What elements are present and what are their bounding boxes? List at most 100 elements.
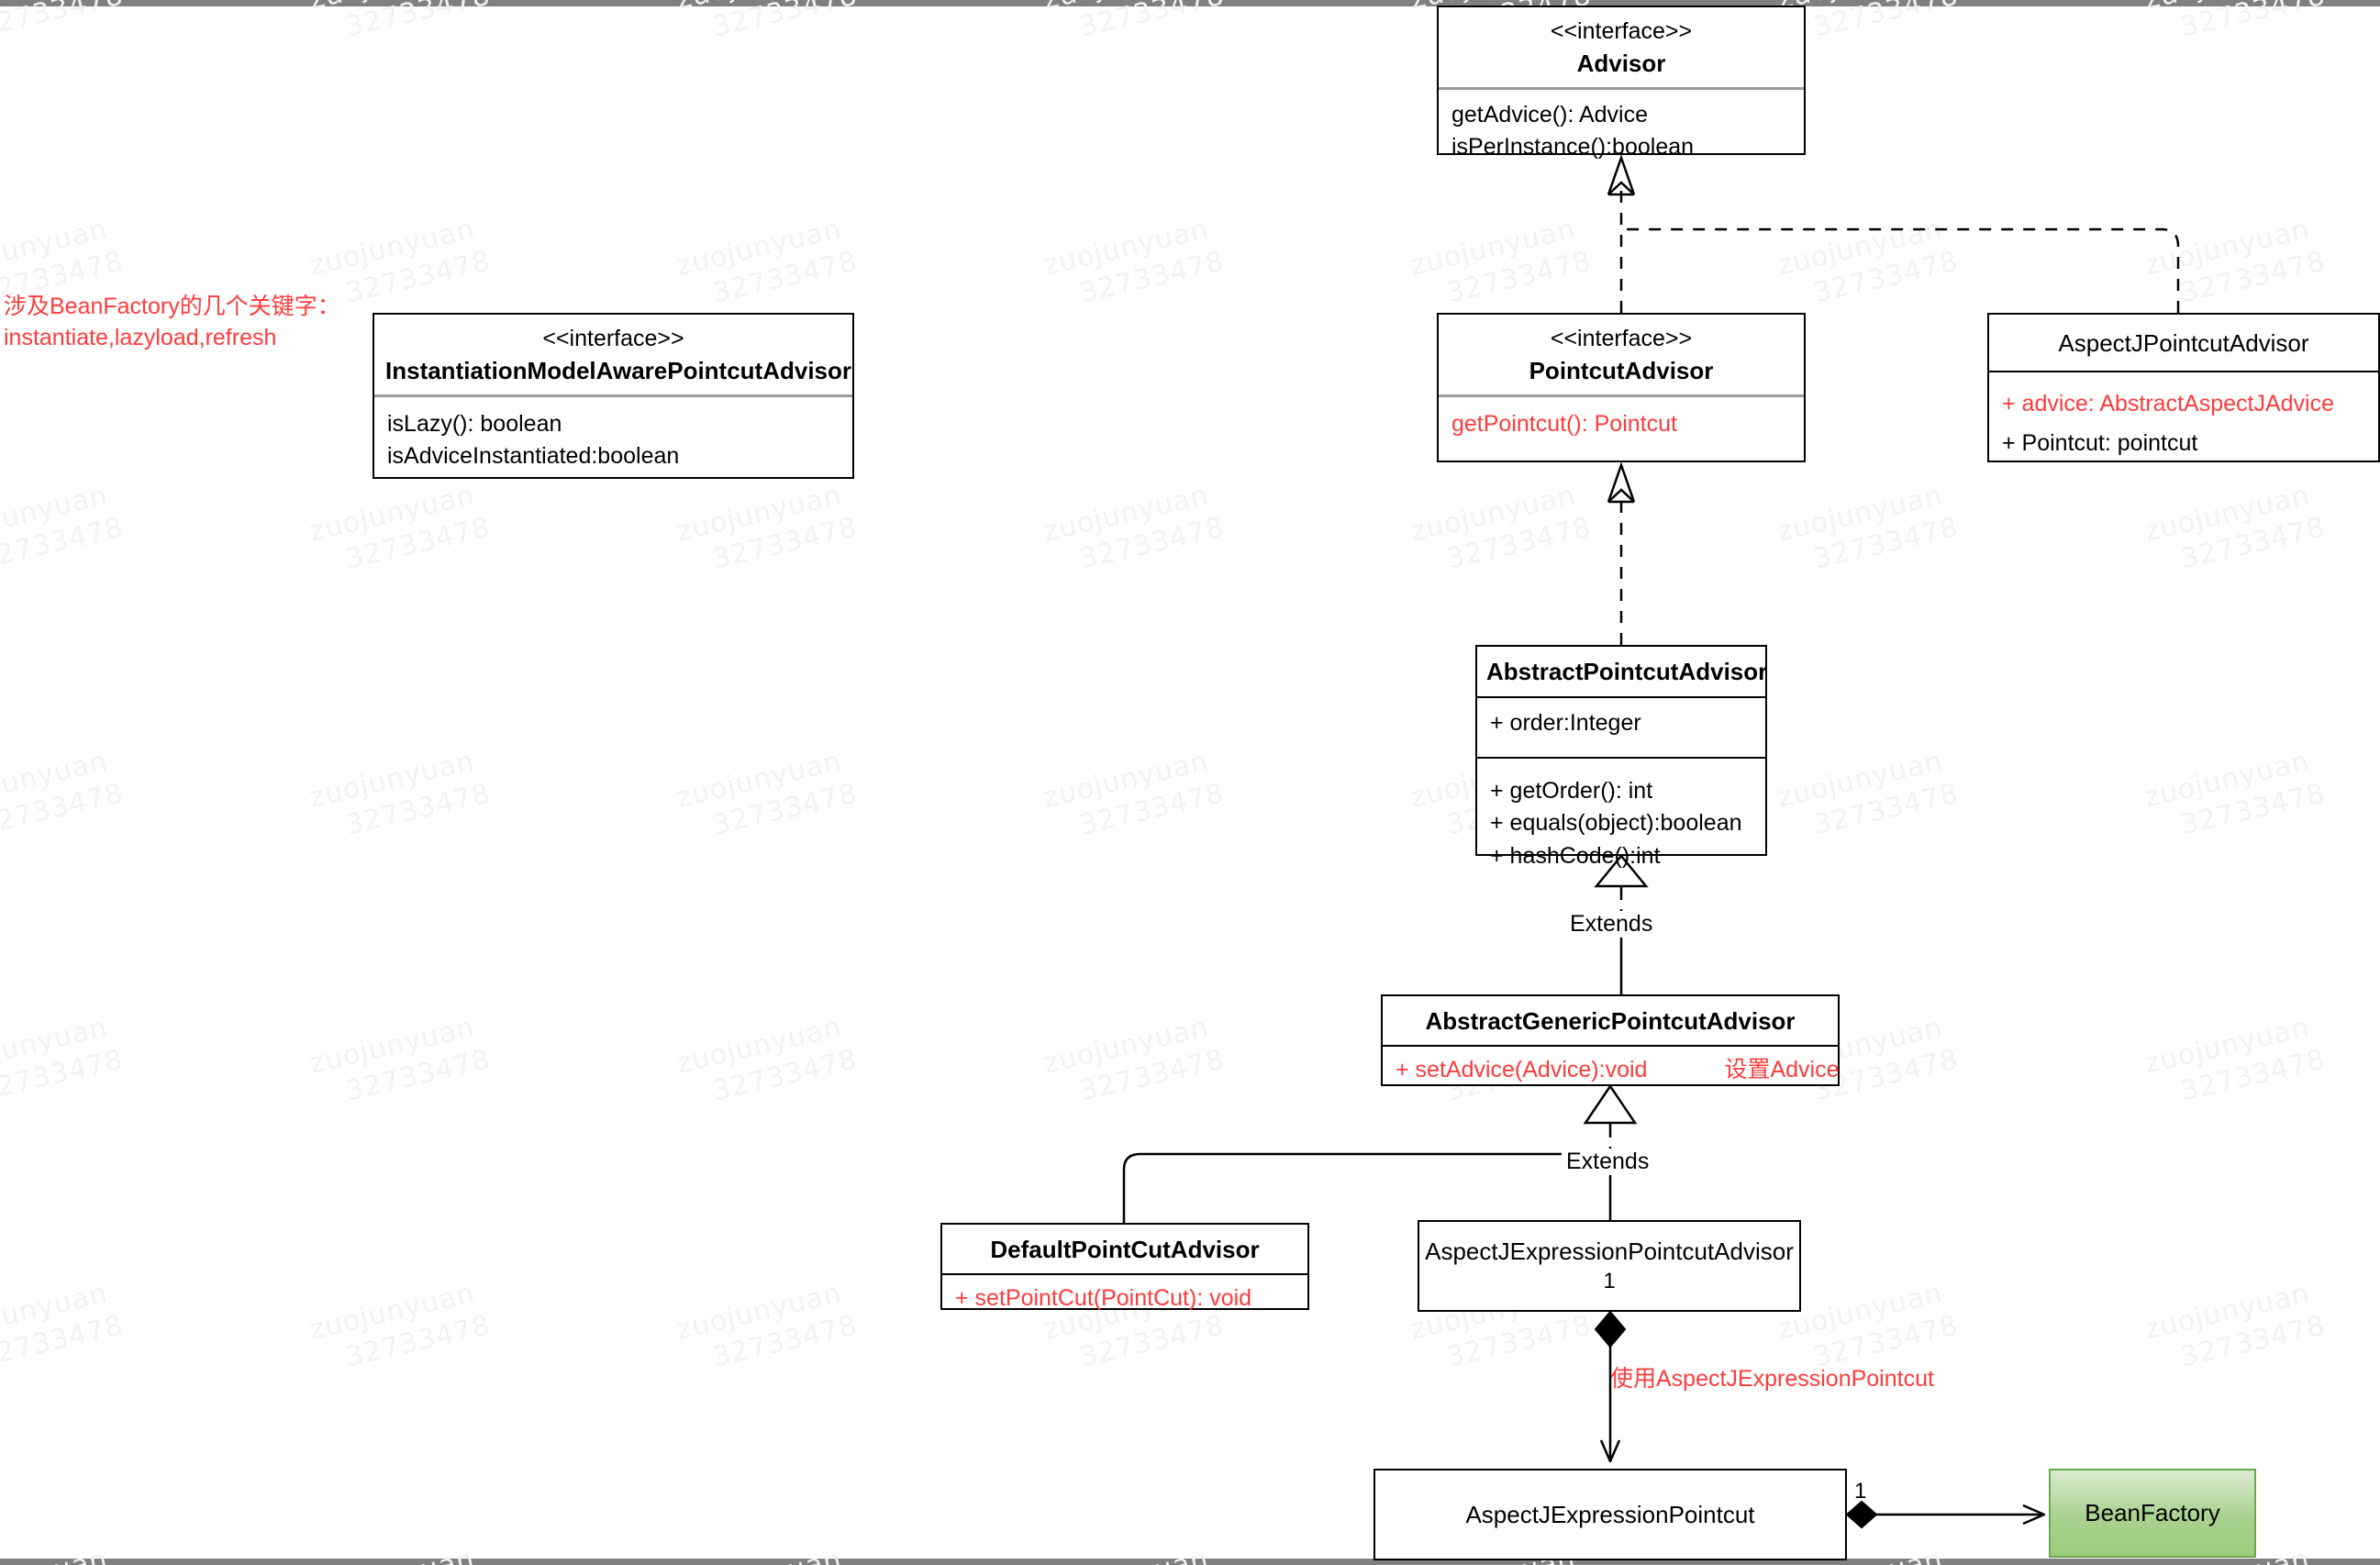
watermark-text: zuojunyuan 32733478 [673, 1277, 861, 1382]
class-box-default-pointcut-advisor[interactable]: DefaultPointCutAdvisor + setPointCut(Poi… [940, 1223, 1309, 1311]
edge-pointcutadvisor-realizes-advisor [1607, 154, 1636, 313]
watermark-text: zuojunyuan 32733478 [1407, 213, 1595, 317]
edge-ajep-composes-beanfactory [1845, 1500, 2043, 1529]
class-name-label: PointcutAdvisor [1529, 356, 1714, 384]
watermark-text: zuojunyuan 32733478 [1040, 1011, 1228, 1115]
class-name-block: AspectJExpressionPointcutAdvisor 1 [1425, 1237, 1794, 1296]
watermark-text: zuojunyuan 32733478 [306, 0, 494, 44]
edge-label-extends-upper: Extends [1565, 911, 1658, 938]
edge-label-use-aspectj-expression-pointcut: 使用AspectJExpressionPointcut [1610, 1366, 1934, 1392]
stereotype-label: <<interface>> [542, 326, 684, 351]
watermark-text: zuojunyuan 32733478 [306, 1277, 494, 1382]
class-members-abstract-generic-pointcut-advisor: + setAdvice(Advice):void 设置Advice [1383, 1047, 1839, 1094]
watermark-text: zuojunyuan 32733478 [1774, 479, 1962, 583]
note-beanfactory-keywords: 涉及BeanFactory的几个关键字： instantiate,lazyloa… [4, 294, 340, 350]
class-name-label: DefaultPointCutAdvisor [990, 1236, 1260, 1263]
class-name-label: InstantiationModelAwarePointcutAdvisor [385, 356, 852, 384]
stereotype-label: <<interface>> [1550, 18, 1693, 44]
class-divider [1439, 394, 1804, 397]
class-operations-abstract-pointcut-advisor: + getOrder(): int + equals(object):boole… [1477, 759, 1765, 881]
class-name-label: BeanFactory [2085, 1499, 2220, 1526]
watermark-text: zuojunyuan 32733478 [673, 213, 861, 317]
class-divider [1477, 696, 1765, 699]
edge-abstractpointcutadvisor-realizes-pointcutadvisor [1607, 461, 1636, 645]
watermark-text: zuojunyuan 32733478 [1040, 213, 1228, 317]
class-members-instantiation-model-aware-pointcut-advisor: isLazy(): boolean isAdviceInstantiated:b… [374, 397, 852, 483]
class-box-aspectj-pointcut-advisor[interactable]: AspectJPointcutAdvisor + advice: Abstrac… [1987, 313, 2380, 462]
watermark-text: zuojunyuan 32733478 [0, 479, 127, 576]
edge-defaultpointcutadvisor-extends-agpa [1122, 1152, 1610, 1223]
watermark-text: zuojunyuan 32733478 [2141, 0, 2329, 44]
watermark-text: zuojunyuan 32733478 [0, 745, 127, 842]
window-top-bar [0, 0, 2380, 6]
class-header-aspectj-pointcut-advisor: AspectJPointcutAdvisor [1989, 315, 2378, 371]
watermark-text: zuojunyuan 32733478 [2141, 1277, 2329, 1382]
class-box-aspectj-expression-pointcut[interactable]: AspectJExpressionPointcut [1374, 1469, 1847, 1560]
member-row: + advice: AbstractAspectJAdvice [2002, 391, 2334, 417]
class-header-default-pointcut-advisor: DefaultPointCutAdvisor [942, 1225, 1307, 1273]
watermark-text: zuojunyuan 32733478 [2141, 1011, 2329, 1115]
member-signature: + setAdvice(Advice):void [1396, 1057, 1648, 1083]
class-box-abstract-generic-pointcut-advisor[interactable]: AbstractGenericPointcutAdvisor + setAdvi… [1381, 994, 1840, 1086]
watermark-text: zuojunyuan 32733478 [306, 1011, 494, 1115]
class-name-label: Advisor [1576, 49, 1666, 77]
class-header-instantiation-model-aware-pointcut-advisor: <<interface>> InstantiationModelAwarePoi… [374, 315, 852, 394]
class-box-pointcut-advisor[interactable]: <<interface>> PointcutAdvisor getPointcu… [1437, 313, 1806, 462]
class-attributes-abstract-pointcut-advisor: + order:Integer [1477, 698, 1765, 757]
class-divider [1477, 756, 1765, 759]
member-row: getAdvice(): Advice [1451, 101, 1648, 128]
watermark-text: zuojunyuan 32733478 [1040, 479, 1228, 583]
multiplicity-label: 1 [1603, 1269, 1616, 1294]
class-box-abstract-pointcut-advisor[interactable]: AbstractPointcutAdvisor + order:Integer … [1475, 645, 1768, 869]
member-row: isAdviceInstantiated:boolean [387, 443, 680, 470]
watermark-text: zuojunyuan 32733478 [1774, 213, 1962, 317]
class-name-label: AspectJExpressionPointcutAdvisor [1425, 1237, 1794, 1265]
class-divider [1383, 1045, 1838, 1048]
watermark-text: zuojunyuan 32733478 [1040, 0, 1228, 44]
class-members-pointcut-advisor: getPointcut(): Pointcut [1439, 397, 1804, 450]
watermark-text: zuojunyuan 32733478 [0, 1277, 127, 1374]
class-box-aspectj-expression-pointcut-advisor[interactable]: AspectJExpressionPointcutAdvisor 1 [1418, 1220, 1801, 1312]
member-row: + Pointcut: pointcut [2002, 429, 2198, 456]
edge-aspectjpointcutadvisor-realizes-advisor [1621, 228, 2180, 313]
class-name-label: AbstractGenericPointcutAdvisor [1425, 1007, 1796, 1035]
member-annotation: 设置Advice [1724, 1057, 1840, 1083]
member-row: isPerInstance():boolean [1451, 134, 1695, 161]
class-name-label: AbstractPointcutAdvisor [1486, 658, 1768, 685]
member-row: + setAdvice(Advice):void 设置Advice [1396, 1054, 1839, 1087]
member-row: + getOrder(): int [1490, 777, 1653, 804]
class-members-aspectj-pointcut-advisor: + advice: AbstractAspectJAdvice + Pointc… [1989, 372, 2378, 475]
window-bottom-bar [0, 1559, 2380, 1565]
member-row: isLazy(): boolean [387, 410, 562, 437]
class-box-advisor[interactable]: <<interface>> Advisor getAdvice(): Advic… [1437, 6, 1806, 160]
class-name-label: AspectJExpressionPointcut [1465, 1500, 1755, 1528]
watermark-text: zuojunyuan 32733478 [673, 1011, 861, 1115]
multiplicity-label-pointcut-beanfactory: 1 [1854, 1479, 1867, 1504]
watermark-text: zuojunyuan 32733478 [1040, 745, 1228, 849]
class-box-instantiation-model-aware-pointcut-advisor[interactable]: <<interface>> InstantiationModelAwarePoi… [373, 313, 854, 479]
class-divider [1989, 371, 2378, 373]
watermark-text: zuojunyuan 32733478 [0, 0, 127, 44]
member-row: getPointcut(): Pointcut [1451, 410, 1677, 437]
class-members-advisor: getAdvice(): Advice isPerInstance():bool… [1439, 90, 1804, 172]
member-row: + equals(object):boolean [1490, 810, 1742, 837]
class-header-pointcut-advisor: <<interface>> PointcutAdvisor [1439, 315, 1804, 394]
class-divider [942, 1273, 1307, 1276]
class-box-bean-factory[interactable]: BeanFactory [2049, 1469, 2256, 1558]
class-divider [1439, 86, 1804, 90]
watermark-text: zuojunyuan 32733478 [306, 745, 494, 849]
watermark-text: zuojunyuan 32733478 [306, 479, 494, 583]
class-header-advisor: <<interface>> Advisor [1439, 7, 1804, 87]
class-name-label: AspectJPointcutAdvisor [2058, 329, 2309, 357]
class-divider [374, 394, 852, 397]
class-header-abstract-generic-pointcut-advisor: AbstractGenericPointcutAdvisor [1383, 996, 1838, 1045]
watermark-text: zuojunyuan 32733478 [673, 0, 861, 44]
watermark-text: zuojunyuan 32733478 [1407, 479, 1595, 583]
member-row: + order:Integer [1490, 710, 1641, 737]
member-row: + setPointCut(PointCut): void [955, 1285, 1252, 1312]
watermark-text: zuojunyuan 32733478 [2141, 479, 2329, 583]
stereotype-label: <<interface>> [1550, 326, 1693, 351]
